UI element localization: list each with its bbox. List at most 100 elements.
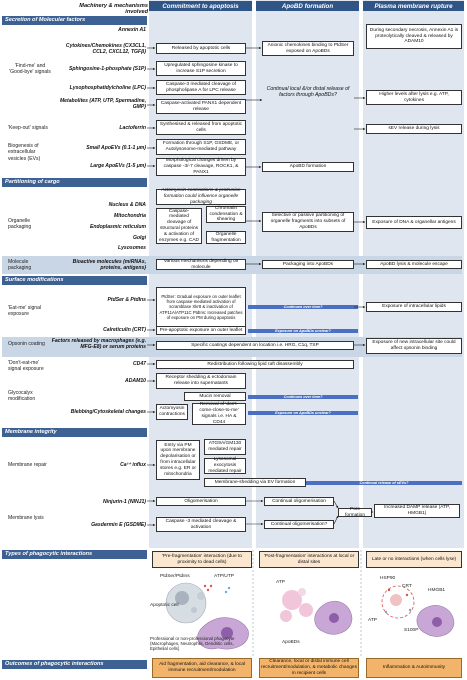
box-cyto-apoptosis: Released by apoptotic cells — [156, 43, 246, 54]
section-membrane: Membrane integrity — [2, 428, 147, 437]
mech-ninj1: Ninjurin-1 (NINJ1) — [102, 499, 146, 505]
category-molecule: Molecule packaging — [8, 259, 32, 272]
box-actomyosin: Actomyosin contractions & protrusion for… — [156, 188, 246, 205]
box-ninj-apoptosis: Oligomerisation — [156, 497, 246, 506]
box-annexin-rupture: During secondary necrosis, Annexin A1 is… — [366, 24, 462, 49]
header-title: Machinery & mechanisms involved — [79, 3, 148, 15]
section-partitioning: Partitioning of cargo — [2, 178, 147, 187]
label-hmgb1: HMGB1 — [428, 588, 446, 593]
label-apobds: ApoBDs — [282, 640, 300, 645]
box-lpc-rupture: Higher levels after lysis e.g. ATP, cyto… — [366, 90, 462, 105]
box-lacto-rupture: sEV release during lysis — [366, 124, 462, 134]
section-secretion: Secretion of Molecular factors — [2, 16, 147, 25]
box-membrane-shedding: Membrane-shedding via EV formation — [204, 478, 306, 487]
box-mol-apobd: Packaging into ApoBDs — [262, 260, 354, 269]
box-selective-partitioning: Selective or passive partitioning of org… — [262, 212, 354, 232]
mech-lactoferrin: Lactoferrin — [119, 125, 146, 131]
mech-calreticulin: Calreticulin (CRT) — [103, 327, 146, 333]
section-outcomes: Outcomes of phagocytic interactions — [2, 660, 147, 669]
label-atputp: ATP/UTP — [214, 574, 234, 579]
column-apobd-bg — [256, 0, 359, 548]
category-donteat: 'Don't-eat-me' signal exposure — [8, 360, 44, 373]
outcome-1: Aid fragmentation, aid clearance, & loca… — [152, 658, 252, 678]
box-lpc-apoptosis: Caspase-3 mediated cleavage of phospholi… — [156, 80, 246, 95]
outcome-2: Clearance, local or distal immune cell r… — [259, 658, 359, 678]
mech-blebbing: Blebbing/Cytoskeletal changes — [70, 409, 146, 415]
mech-mito: Mitochondria — [114, 213, 146, 219]
category-organelle: Organelle packaging — [8, 218, 32, 231]
arrow-removal-unclear: Exposure on ApoBDs unclear? — [248, 411, 358, 415]
mech-s1p: Sphingosine-1-phosphate (S1P) — [69, 66, 146, 72]
arrow-mucin-continues: Continues over time? — [248, 395, 358, 399]
mech-cd47: CD47 — [132, 361, 146, 367]
type-post-fragmentation: 'Post-fragmentation' interactions at loc… — [259, 551, 359, 568]
box-s1p-apoptosis: Upregulated sphingosine kinase to increa… — [156, 61, 246, 76]
box-ninj-apobd: Continual oligomerisation — [264, 497, 334, 506]
box-mol-rupture: ApoBD lysis & molecule escape — [366, 260, 462, 269]
box-crt-apoptosis: Pre-apoptotic exposure on outer leaflet — [156, 326, 246, 335]
type-late: Late or no interactions (when cells lyse… — [366, 551, 462, 568]
box-ptdser-apoptosis: PtdSer: Gradual exposure on outer leafle… — [156, 287, 246, 327]
apobds-icon — [280, 588, 313, 622]
box-opsonin-rupture: Exposure of new intracellular site could… — [366, 338, 462, 354]
mech-er: Endoplasmic reticulum — [89, 224, 146, 230]
mech-small-apoevs: Small ApoEVs (0.1-1 μm) — [86, 145, 146, 151]
phagocyte-3-icon — [416, 605, 455, 637]
text-continual-release: Continual local &/or distal release of f… — [266, 86, 350, 99]
box-lysosomal-repair: Lysosomal exocytosis mediated repair — [204, 457, 246, 474]
label-crt: CRT — [402, 584, 412, 589]
column-header-apoptosis: Commitment to apoptosis — [149, 1, 252, 11]
category-glycocalyx: Glycocalyx modification — [8, 390, 36, 403]
phagocyte-icon — [197, 617, 249, 650]
box-gsdme-apobd: Continual oligomerisation? — [264, 520, 334, 529]
category-keepout: 'Keep-out' signals — [8, 125, 48, 131]
category-eatme: 'Eat-me' signal exposure — [8, 305, 42, 318]
box-adam-apoptosis: Receptor shedding & ectodomain release i… — [156, 373, 246, 389]
mech-adam10: ADAM10 — [125, 378, 146, 384]
mech-metabolites: Metabolites (ATP, UTP, Spermadine, GMP) — [59, 98, 146, 111]
column-header-apobd: ApoBD formation — [256, 1, 359, 11]
section-surface: Surface modifications — [2, 276, 147, 285]
category-repair: Membrane repair — [8, 462, 47, 468]
label-s100p: S100P — [404, 628, 419, 633]
box-large-apoptosis: Morphological changes driven by caspase … — [156, 158, 246, 176]
mech-factors: Factors released by macrophages (e.g. MF… — [51, 338, 146, 351]
label-phagocyte: Professional or non-professional phagocy… — [150, 636, 235, 652]
box-lacto-apoptosis: Synthesised & released from apoptotic ce… — [156, 120, 246, 135]
mech-ptdser: PtdSer & PtdIns — [107, 297, 147, 303]
arrow-continual-sevs: Continual release of sEVs? — [306, 481, 462, 485]
box-ca-entry: Entry via PM upon membrane depolarisatio… — [156, 440, 200, 480]
box-ptdser-rupture: Exposure of intracellular lipids — [366, 302, 462, 312]
box-caspase-cleavage: Caspase-mediated cleavage of structural … — [156, 208, 202, 244]
box-chromatin: Chromatin condensation & shearing — [206, 206, 246, 223]
label-ptdser: PtdSer/PtdIns — [160, 574, 190, 579]
box-small-apoptosis: Formation through S1P, GSDME, or Autolys… — [156, 139, 246, 155]
box-apobd-formation: ApoBD formation — [262, 162, 354, 172]
mech-lysosomes: Lysosomes — [117, 245, 146, 251]
label-apoptotic-cell: Apoptotic cell — [150, 603, 179, 608]
mech-ca-influx: Ca²⁺ influx — [120, 462, 146, 468]
label-atp-2: ATP — [276, 580, 285, 585]
box-organelle-frag: Organelle fragmentation — [206, 231, 246, 244]
mech-gsdme: Gasdermin E (GSDME) — [91, 522, 146, 528]
box-removal-signals: Removal of 'don't-come-close-to-me' sign… — [192, 402, 246, 425]
box-cd47: Redistribution following lipid raft disa… — [156, 360, 354, 369]
apoptotic-cell-icon — [165, 582, 207, 624]
lysed-cell-icon — [381, 585, 415, 619]
column-header-rupture: Plasma membrane rupture — [363, 1, 464, 11]
box-exposure-dna: Exposure of DNA & organellar antigens — [366, 216, 462, 229]
type-pre-fragmentation: 'Pre-fragmentation' interaction (due to … — [152, 551, 252, 568]
category-findme: 'Find-me' and 'Good-bye' signals — [9, 63, 51, 76]
box-gsdme-apoptosis: Caspase -3 mediated cleavage & activatio… — [156, 517, 246, 532]
box-atg9a-repair: ATG9A/GM130 mediated repair — [204, 439, 246, 455]
mech-golgi: Golgi — [132, 235, 146, 241]
outcome-3: Inflammation & Autoimmunity — [366, 658, 462, 678]
box-mol-apoptosis: Various mechanisms depending on molecule — [156, 259, 246, 270]
category-biogenesis: Biogenesis of extracellular vesicles (EV… — [8, 143, 41, 162]
phagocyte-2-icon — [314, 600, 353, 635]
box-mucin-removal: Mucin removal — [184, 392, 246, 401]
box-cyto-apobd: Anionic chemokines binding to PtdSer exp… — [262, 41, 354, 56]
